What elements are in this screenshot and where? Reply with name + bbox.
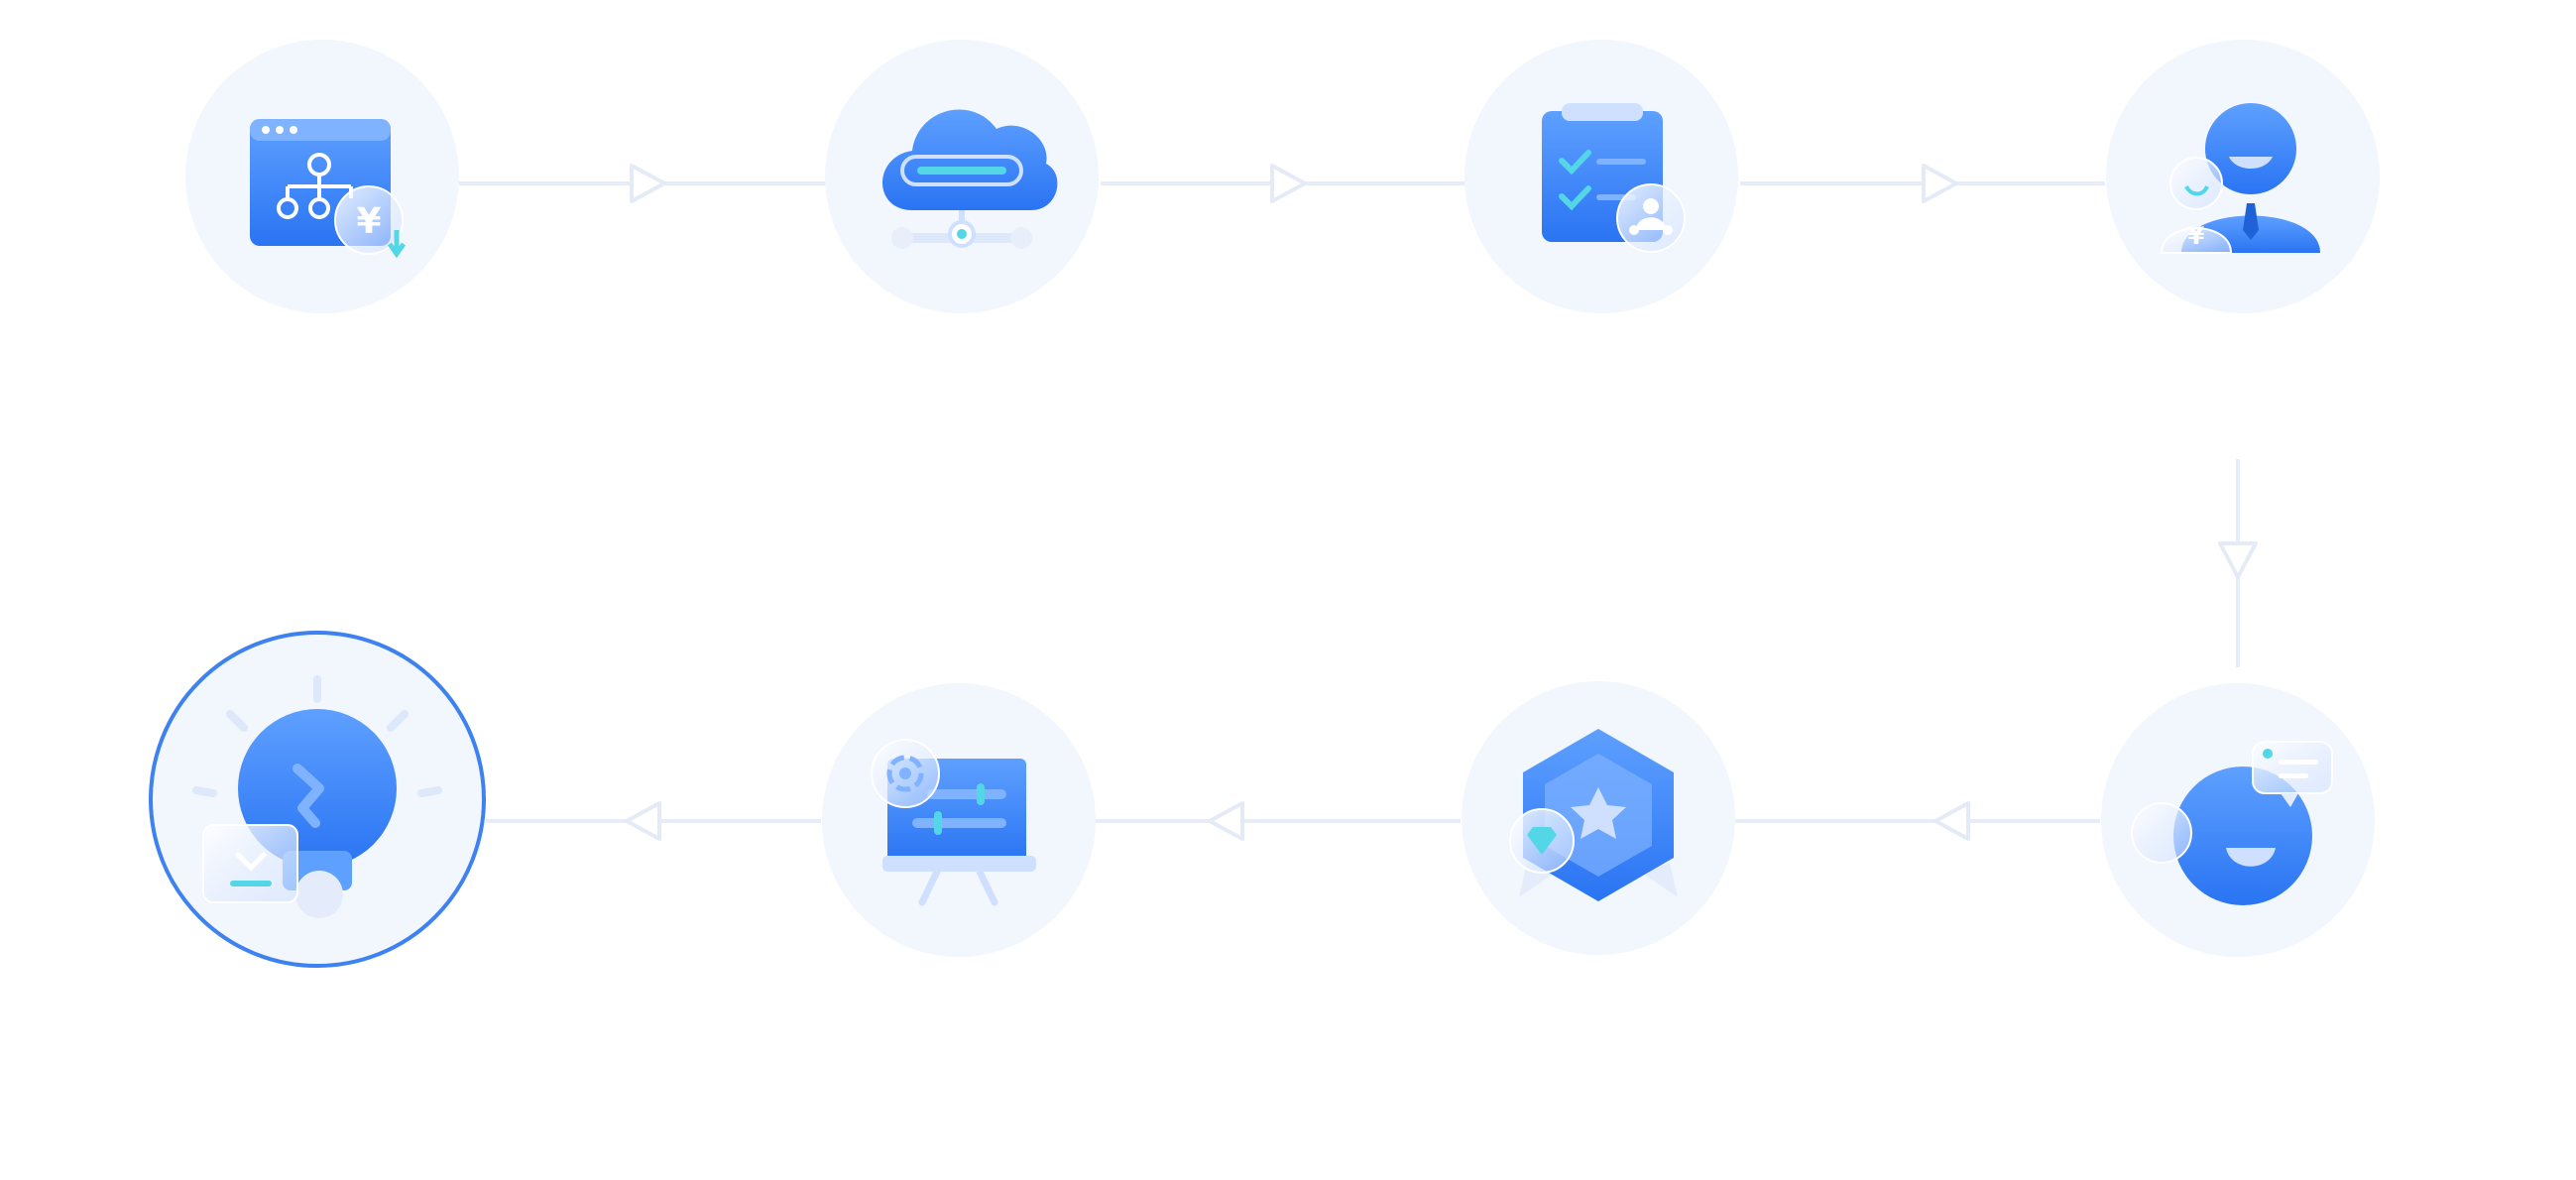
step-node-1[interactable]: ¥ <box>185 40 459 313</box>
arrow-right-icon <box>630 164 666 203</box>
step-node-8[interactable] <box>149 631 486 968</box>
cloud-server-icon <box>882 109 1058 249</box>
step-node-6[interactable] <box>1462 681 1735 955</box>
clipboard-checklist-icon <box>1542 103 1686 253</box>
presentation-board-sliders-icon <box>871 739 1036 906</box>
step-node-3[interactable] <box>1464 40 1738 313</box>
arrow-down-icon <box>2218 541 2258 579</box>
businessman-client-icon: ¥ <box>2160 103 2320 254</box>
connectors <box>459 164 2258 841</box>
arrow-left-icon <box>1208 801 1244 841</box>
chat-bubble-face-icon <box>2131 741 2333 905</box>
step-node-4[interactable]: ¥ <box>2106 40 2380 313</box>
arrow-left-icon <box>1933 801 1970 841</box>
browser-sitemap-yuan-icon: ¥ <box>250 119 407 259</box>
step-node-5[interactable] <box>2101 683 2375 957</box>
currency-glyph: ¥ <box>2188 222 2205 250</box>
currency-glyph: ¥ <box>356 201 381 242</box>
lightbulb-download-icon <box>192 675 442 918</box>
arrow-left-icon <box>625 801 661 841</box>
arrow-right-icon <box>1270 164 1307 203</box>
step-node-2[interactable] <box>825 40 1099 313</box>
hexagon-star-badge-icon <box>1509 729 1678 901</box>
arrow-right-icon <box>1922 164 1958 203</box>
step-node-7[interactable] <box>822 683 1096 957</box>
